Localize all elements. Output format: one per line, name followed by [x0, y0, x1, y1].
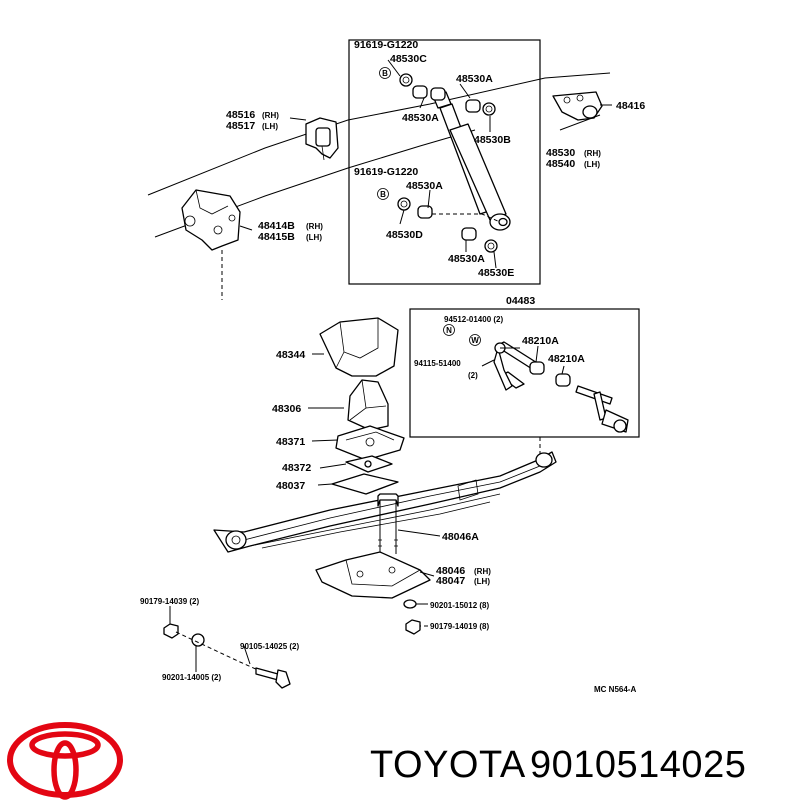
spring-pad-48037 [331, 473, 399, 495]
shackle-group-box [409, 308, 640, 438]
lower-mount-leader [432, 213, 501, 223]
label-48530e: 48530E [478, 267, 514, 279]
upper-shock-bracket [552, 91, 603, 121]
lower-bushings [397, 197, 498, 253]
label-48540-lh: (LH) [584, 160, 600, 169]
symbol-b-text: B [380, 190, 386, 199]
nut-90201-15012 [403, 599, 417, 609]
nut-90179-14039 [163, 623, 179, 639]
label-48530d: 48530D [386, 229, 423, 241]
label-48306: 48306 [272, 403, 301, 415]
toyota-logo [7, 722, 123, 800]
label-48517: 48517 [226, 120, 255, 132]
symbol-w-text: W [471, 336, 479, 345]
label-90201-14005: 90201-14005 (2) [162, 673, 221, 682]
label-48046: 48046 [436, 565, 465, 577]
bump-stopper [305, 117, 339, 161]
label-90201-15012: 90201-15012 (8) [430, 601, 489, 610]
label-48414b: 48414B [258, 220, 295, 232]
brand-name: TOYOTA [370, 744, 526, 786]
spring-seat-48371 [335, 425, 405, 461]
symbol-w: W [469, 334, 481, 346]
label-91619-g1220-upper: 91619-G1220 [354, 39, 418, 51]
label-04483: 04483 [506, 295, 535, 307]
label-48530a-upper-right: 48530A [456, 73, 493, 85]
label-48415b-lh: (LH) [306, 233, 322, 242]
label-48517-lh: (LH) [262, 122, 278, 131]
label-48530: 48530 [546, 147, 575, 159]
leaf-spring [213, 451, 557, 553]
label-90105-14025: 90105-14025 (2) [240, 642, 299, 651]
label-48344: 48344 [276, 349, 305, 361]
bumper-stopper-48306 [347, 379, 389, 431]
label-94115-qty: (2) [468, 371, 478, 380]
frame-hanger-bracket [181, 189, 241, 251]
bolt-leader [175, 631, 259, 671]
label-48530b: 48530B [474, 134, 511, 146]
label-48372: 48372 [282, 462, 311, 474]
label-48037: 48037 [276, 480, 305, 492]
symbol-n: N [443, 324, 455, 336]
label-48414b-rh: (RH) [306, 222, 323, 231]
brand-part-number: 9010514025 [530, 744, 746, 786]
axle-bumper [319, 317, 399, 377]
label-48516-rh: (RH) [262, 111, 279, 120]
label-48046a: 48046A [442, 531, 479, 543]
shackle-assembly [493, 341, 629, 433]
label-94115-51400: 94115-51400 [414, 359, 461, 368]
label-48047: 48047 [436, 575, 465, 587]
nut-90179-14019 [405, 619, 421, 635]
label-48415b: 48415B [258, 231, 295, 243]
label-91619-g1220-lower: 91619-G1220 [354, 166, 418, 178]
upper-bushings [399, 73, 496, 116]
part-labels: 91619-G1220 48530C 48530A 48416 48516 (R… [140, 39, 645, 694]
bolt-90105-14025 [255, 667, 291, 689]
symbol-b-1: B [379, 67, 391, 79]
label-48416: 48416 [616, 100, 645, 112]
label-90179-14039: 90179-14039 (2) [140, 597, 199, 606]
shock-absorber [432, 91, 511, 231]
label-48371: 48371 [276, 436, 305, 448]
label-48540: 48540 [546, 158, 575, 170]
label-48516: 48516 [226, 109, 255, 121]
label-48530a-lower-top: 48530A [406, 180, 443, 192]
leader-lines [169, 59, 612, 672]
label-48047-lh: (LH) [474, 577, 490, 586]
figure-code: MC N564-A [594, 685, 636, 694]
spring-plate [315, 551, 431, 599]
symbol-n-text: N [446, 326, 452, 335]
label-48530c: 48530C [390, 53, 427, 65]
label-48210a-2: 48210A [548, 353, 585, 365]
label-48046-rh: (RH) [474, 567, 491, 576]
spring-pad-48372 [345, 455, 393, 473]
label-48210a-1: 48210A [522, 335, 559, 347]
symbol-b-text: B [382, 69, 388, 78]
label-48530a-upper-left: 48530A [402, 112, 439, 124]
label-94512-01400: 94512-01400 (2) [444, 315, 503, 324]
shock-absorber-group-box [348, 39, 541, 285]
label-48530a-lower-bottom: 48530A [448, 253, 485, 265]
label-90179-14019: 90179-14019 (8) [430, 622, 489, 631]
symbol-b-2: B [377, 188, 389, 200]
u-bolt [377, 493, 399, 554]
label-48530-rh: (RH) [584, 149, 601, 158]
